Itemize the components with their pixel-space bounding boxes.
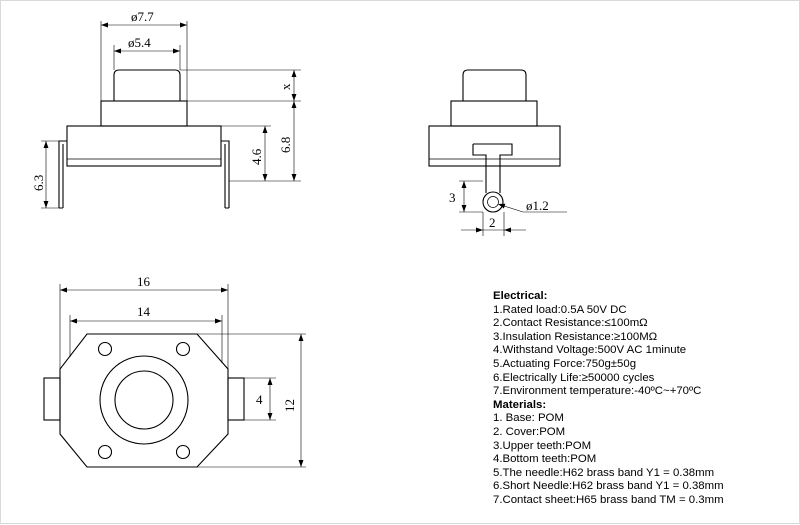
side-collar — [450, 100, 538, 127]
electrical-heading: Electrical: — [493, 290, 548, 302]
dim-6-3: 6.3 — [31, 175, 46, 191]
side-button-cap — [462, 69, 527, 101]
front-right-terminal — [221, 140, 230, 209]
electrical-item: 2.Contact Resistance:≤100mΩ — [493, 317, 648, 330]
electrical-item: 6.Electrically Life:≥50000 cycles — [493, 371, 655, 384]
bottom-left-tab — [43, 377, 61, 421]
materials-heading: Materials: — [493, 398, 547, 411]
dim-dia-5-4: ø5.4 — [128, 35, 151, 50]
materials-item: 1. Base: POM — [493, 412, 564, 425]
specifications-block: Electrical: 1.Rated load:0.5A 50V DC 2.C… — [493, 290, 793, 508]
materials-item: 6.Short Needle:H62 brass band Y1 = 0.38m… — [493, 480, 724, 493]
dim-6-8: 6.8 — [278, 137, 293, 153]
electrical-item: 3.Insulation Resistance:≥100MΩ — [493, 330, 658, 343]
side-view: 3 2 ø1.2 — [428, 69, 567, 236]
materials-item: 7.Contact sheet:H65 brass band TM = 0.3m… — [493, 493, 724, 506]
materials-item: 5.The needle:H62 brass band Y1 = 0.38mm — [493, 466, 715, 479]
front-view: ø7.7 ø5.4 x 4.6 6.8 6.3 — [31, 9, 301, 209]
side-terminal — [472, 143, 513, 193]
dim-dia-1-2: ø1.2 — [526, 198, 549, 213]
side-body — [428, 125, 561, 167]
bottom-outer-ring — [99, 355, 189, 445]
electrical-item: 4.Withstand Voltage:500V AC 1minute — [493, 344, 687, 357]
bottom-hole-tl — [97, 341, 113, 357]
electrical-item: 7.Environment temperature:-40ºC~+70ºC — [493, 385, 702, 398]
materials-item: 3.Upper teeth:POM — [493, 439, 592, 452]
dim-4: 4 — [256, 392, 263, 407]
bottom-body — [59, 333, 229, 468]
dim-x: x — [278, 83, 293, 90]
side-pin-outer — [482, 191, 504, 213]
bottom-hole-bl — [97, 444, 113, 460]
dim-4-6: 4.6 — [249, 148, 264, 165]
bottom-view: 16 14 4 12 — [43, 274, 306, 468]
materials-item: 2. Cover:POM — [493, 425, 566, 438]
front-left-terminal — [58, 140, 67, 209]
front-body — [66, 125, 222, 167]
electrical-item: 1.Rated load:0.5A 50V DC — [493, 303, 627, 316]
dim-2: 2 — [489, 215, 496, 230]
dim-14: 14 — [137, 304, 151, 319]
dim-3: 3 — [449, 190, 456, 205]
electrical-item: 5.Actuating Force:750g±50g — [493, 357, 637, 370]
dim-dia-7-7: ø7.7 — [131, 9, 154, 24]
front-button-cap — [113, 69, 181, 101]
bottom-inner-ring — [114, 370, 174, 430]
dim-16: 16 — [137, 274, 151, 289]
dim-12: 12 — [282, 399, 297, 412]
bottom-hole-br — [175, 444, 191, 460]
bottom-right-tab — [227, 377, 245, 421]
materials-item: 4.Bottom teeth:POM — [493, 453, 597, 466]
side-pin-hole — [487, 196, 499, 208]
front-collar — [100, 100, 188, 127]
bottom-hole-tr — [175, 341, 191, 357]
